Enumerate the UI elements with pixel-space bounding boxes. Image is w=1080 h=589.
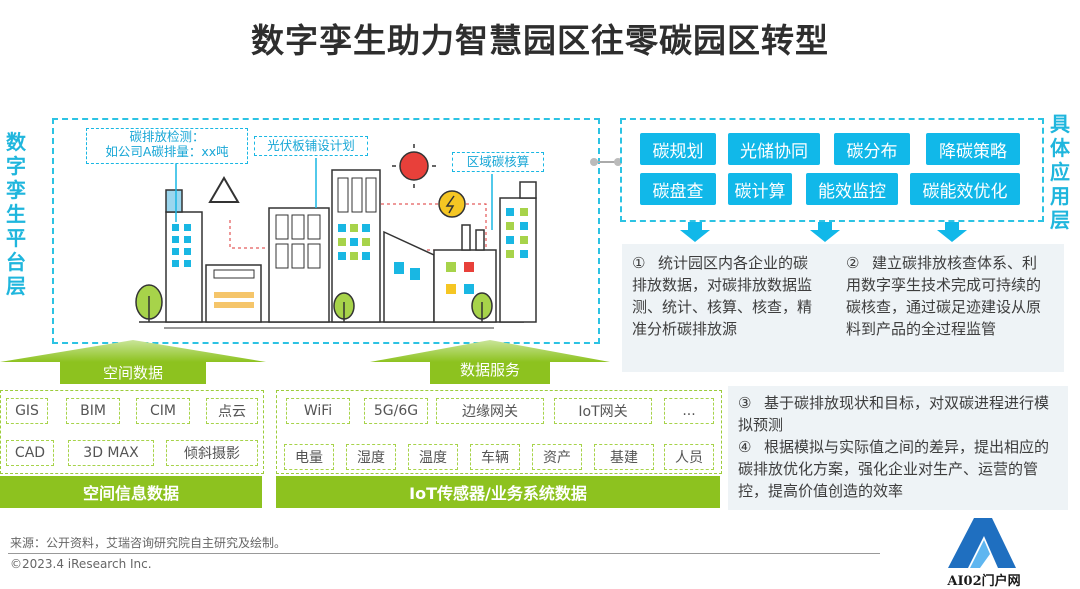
note-4-text: 根据模拟与实际值之间的差异，提出相应的碳排放优化方案，强化企业对生产、运营的管控… [738,438,1050,500]
down-arrows [680,222,967,242]
iot-frame [276,390,722,474]
iot-temperature: 温度 [408,444,458,470]
spatial-up-arrow [0,340,266,384]
spatial-bim: BIM [66,398,120,424]
app-reduction-strategy: 降碳策略 [926,133,1020,165]
note-1-text: 统计园区内各企业的碳排放数据，对碳排放数据监测、统计、核算、核查，精准分析碳排放… [632,254,813,338]
tree-left [135,284,163,322]
app-efficiency-monitor: 能效监控 [806,173,898,205]
iot-5g6g: 5G/6G [364,398,428,424]
app-storage-synergy: 光储协同 [728,133,820,165]
note-4-number: ④ [738,438,752,456]
iot-personnel: 人员 [664,444,714,470]
iot-bar: IoT传感器/业务系统数据 [276,476,720,508]
spatial-cim: CIM [136,398,190,424]
spatial-cad: CAD [6,440,54,466]
iot-up-arrow [370,340,610,384]
right-layer-label: 具体应用层 [1050,112,1070,232]
note-3-text: 基于碳排放现状和目标，对双碳进程进行模拟预测 [738,394,1050,434]
footer-divider [8,553,880,554]
watermark-logo-icon [948,518,1016,568]
app-carbon-distribution: 碳分布 [834,133,910,165]
iot-gateway: IoT网关 [554,398,652,424]
iot-humidity: 湿度 [346,444,396,470]
applications-frame [620,118,1044,222]
callout-region-accounting: 区域碳核算 [452,152,544,172]
platform-frame [52,118,600,344]
page-title: 数字孪生助力智慧园区往零碳园区转型 [251,21,829,60]
watermark-text: AI02门户网 [947,574,1021,589]
iot-more: ... [664,398,714,424]
app-carbon-planning: 碳规划 [640,133,716,165]
callout-solar-plan: 光伏板铺设计划 [254,136,368,156]
app-carbon-calc: 碳计算 [728,173,792,205]
iot-infrastructure: 基建 [594,444,654,470]
spatial-3dmax: 3D MAX [68,440,154,466]
app-efficiency-optimize: 碳能效优化 [910,173,1020,205]
spatial-bar: 空间信息数据 [0,476,262,508]
note-2-text: 建立碳排放核查体系、利用数字孪生技术完成可持续的碳核查，通过碳足迹建设从原料到产… [846,254,1042,338]
notes-panel-bottom [728,386,1068,510]
iot-vehicle: 车辆 [470,444,520,470]
footer-copyright: ©2023.4 iResearch Inc. [10,557,152,571]
callout-carbon-detect: 碳排放检测： 如公司A碳排量：xx吨 [86,128,248,164]
footer-source: 来源：公开资料，艾瑞咨询研究院自主研究及绘制。 [10,536,287,550]
left-layer-label: 数字孪生平台层 [6,130,26,298]
iot-arrow-label: 数据服务 [459,361,520,379]
iot-electricity: 电量 [284,444,334,470]
notes-panel-top [622,244,1064,372]
spatial-gis: GIS [6,398,48,424]
frame-connector [590,158,622,166]
iot-assets: 资产 [532,444,582,470]
trees-right [333,292,493,322]
spatial-arrow-label: 空间数据 [102,364,163,382]
spatial-frame [0,390,264,474]
iot-edge-gateway: 边缘网关 [436,398,544,424]
note-1-number: ① [632,254,646,272]
iot-wifi: WiFi [286,398,350,424]
city-illustration [135,144,537,329]
note-2-number: ② [846,254,860,272]
spatial-point-cloud: 点云 [206,398,258,424]
note-3-number: ③ [738,394,752,412]
spatial-oblique-photo: 倾斜摄影 [166,440,258,466]
app-carbon-inventory: 碳盘查 [640,173,716,205]
